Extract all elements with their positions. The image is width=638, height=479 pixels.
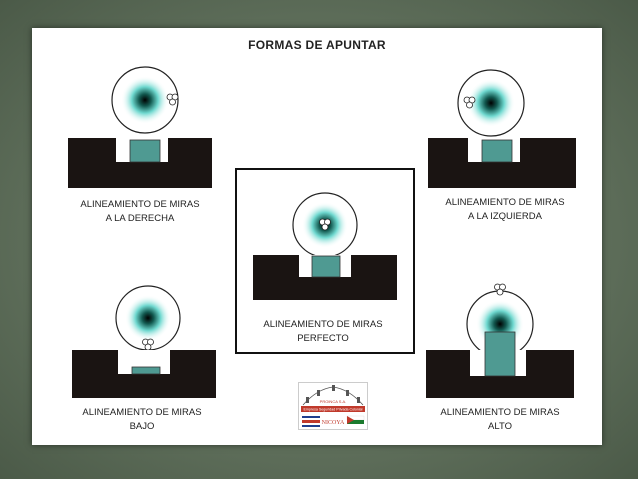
label-perfect: ALINEAMIENTO DE MIRAS PERFECTO xyxy=(233,318,413,346)
label-right: ALINEAMIENTO DE MIRAS A LA DERECHA xyxy=(50,198,230,226)
label-line: A LA IZQUIERDA xyxy=(468,211,542,222)
page-title: FORMAS DE APUNTAR xyxy=(248,38,386,52)
slide-panel: FORMAS DE APUNTAR ALINEAMIENTO DE MIRAS … xyxy=(32,28,602,445)
sight-perfect-diagram xyxy=(253,192,397,300)
sight-high-diagram xyxy=(426,283,574,398)
label-line: PERFECTO xyxy=(297,333,349,344)
label-line: ALINEAMIENTO DE MIRAS xyxy=(440,407,560,418)
label-line: ALTO xyxy=(488,421,512,432)
label-line: ALINEAMIENTO DE MIRAS xyxy=(263,319,383,330)
label-high: ALINEAMIENTO DE MIRAS ALTO xyxy=(410,406,590,434)
label-line: ALINEAMIENTO DE MIRAS xyxy=(445,197,565,208)
svg-text:NICOYA: NICOYA xyxy=(322,420,345,426)
company-logo: PROINCA S.A. Empresa Seguridad Privada C… xyxy=(298,382,368,430)
sight-right-diagram xyxy=(68,66,212,188)
label-line: ALINEAMIENTO DE MIRAS xyxy=(80,199,200,210)
perfect-frame xyxy=(235,168,415,354)
label-line: BAJO xyxy=(129,421,155,432)
label-line: ALINEAMIENTO DE MIRAS xyxy=(82,407,202,418)
label-left: ALINEAMIENTO DE MIRAS A LA IZQUIERDA xyxy=(415,196,595,224)
label-line: A LA DERECHA xyxy=(105,213,175,224)
svg-text:PROINCA S.A.: PROINCA S.A. xyxy=(320,399,347,404)
sight-left-diagram xyxy=(428,69,576,188)
svg-text:Empresa Seguridad Privada Colo: Empresa Seguridad Privada Colonial xyxy=(304,408,363,412)
label-low: ALINEAMIENTO DE MIRAS BAJO xyxy=(52,406,232,434)
sight-low-diagram xyxy=(72,285,216,398)
